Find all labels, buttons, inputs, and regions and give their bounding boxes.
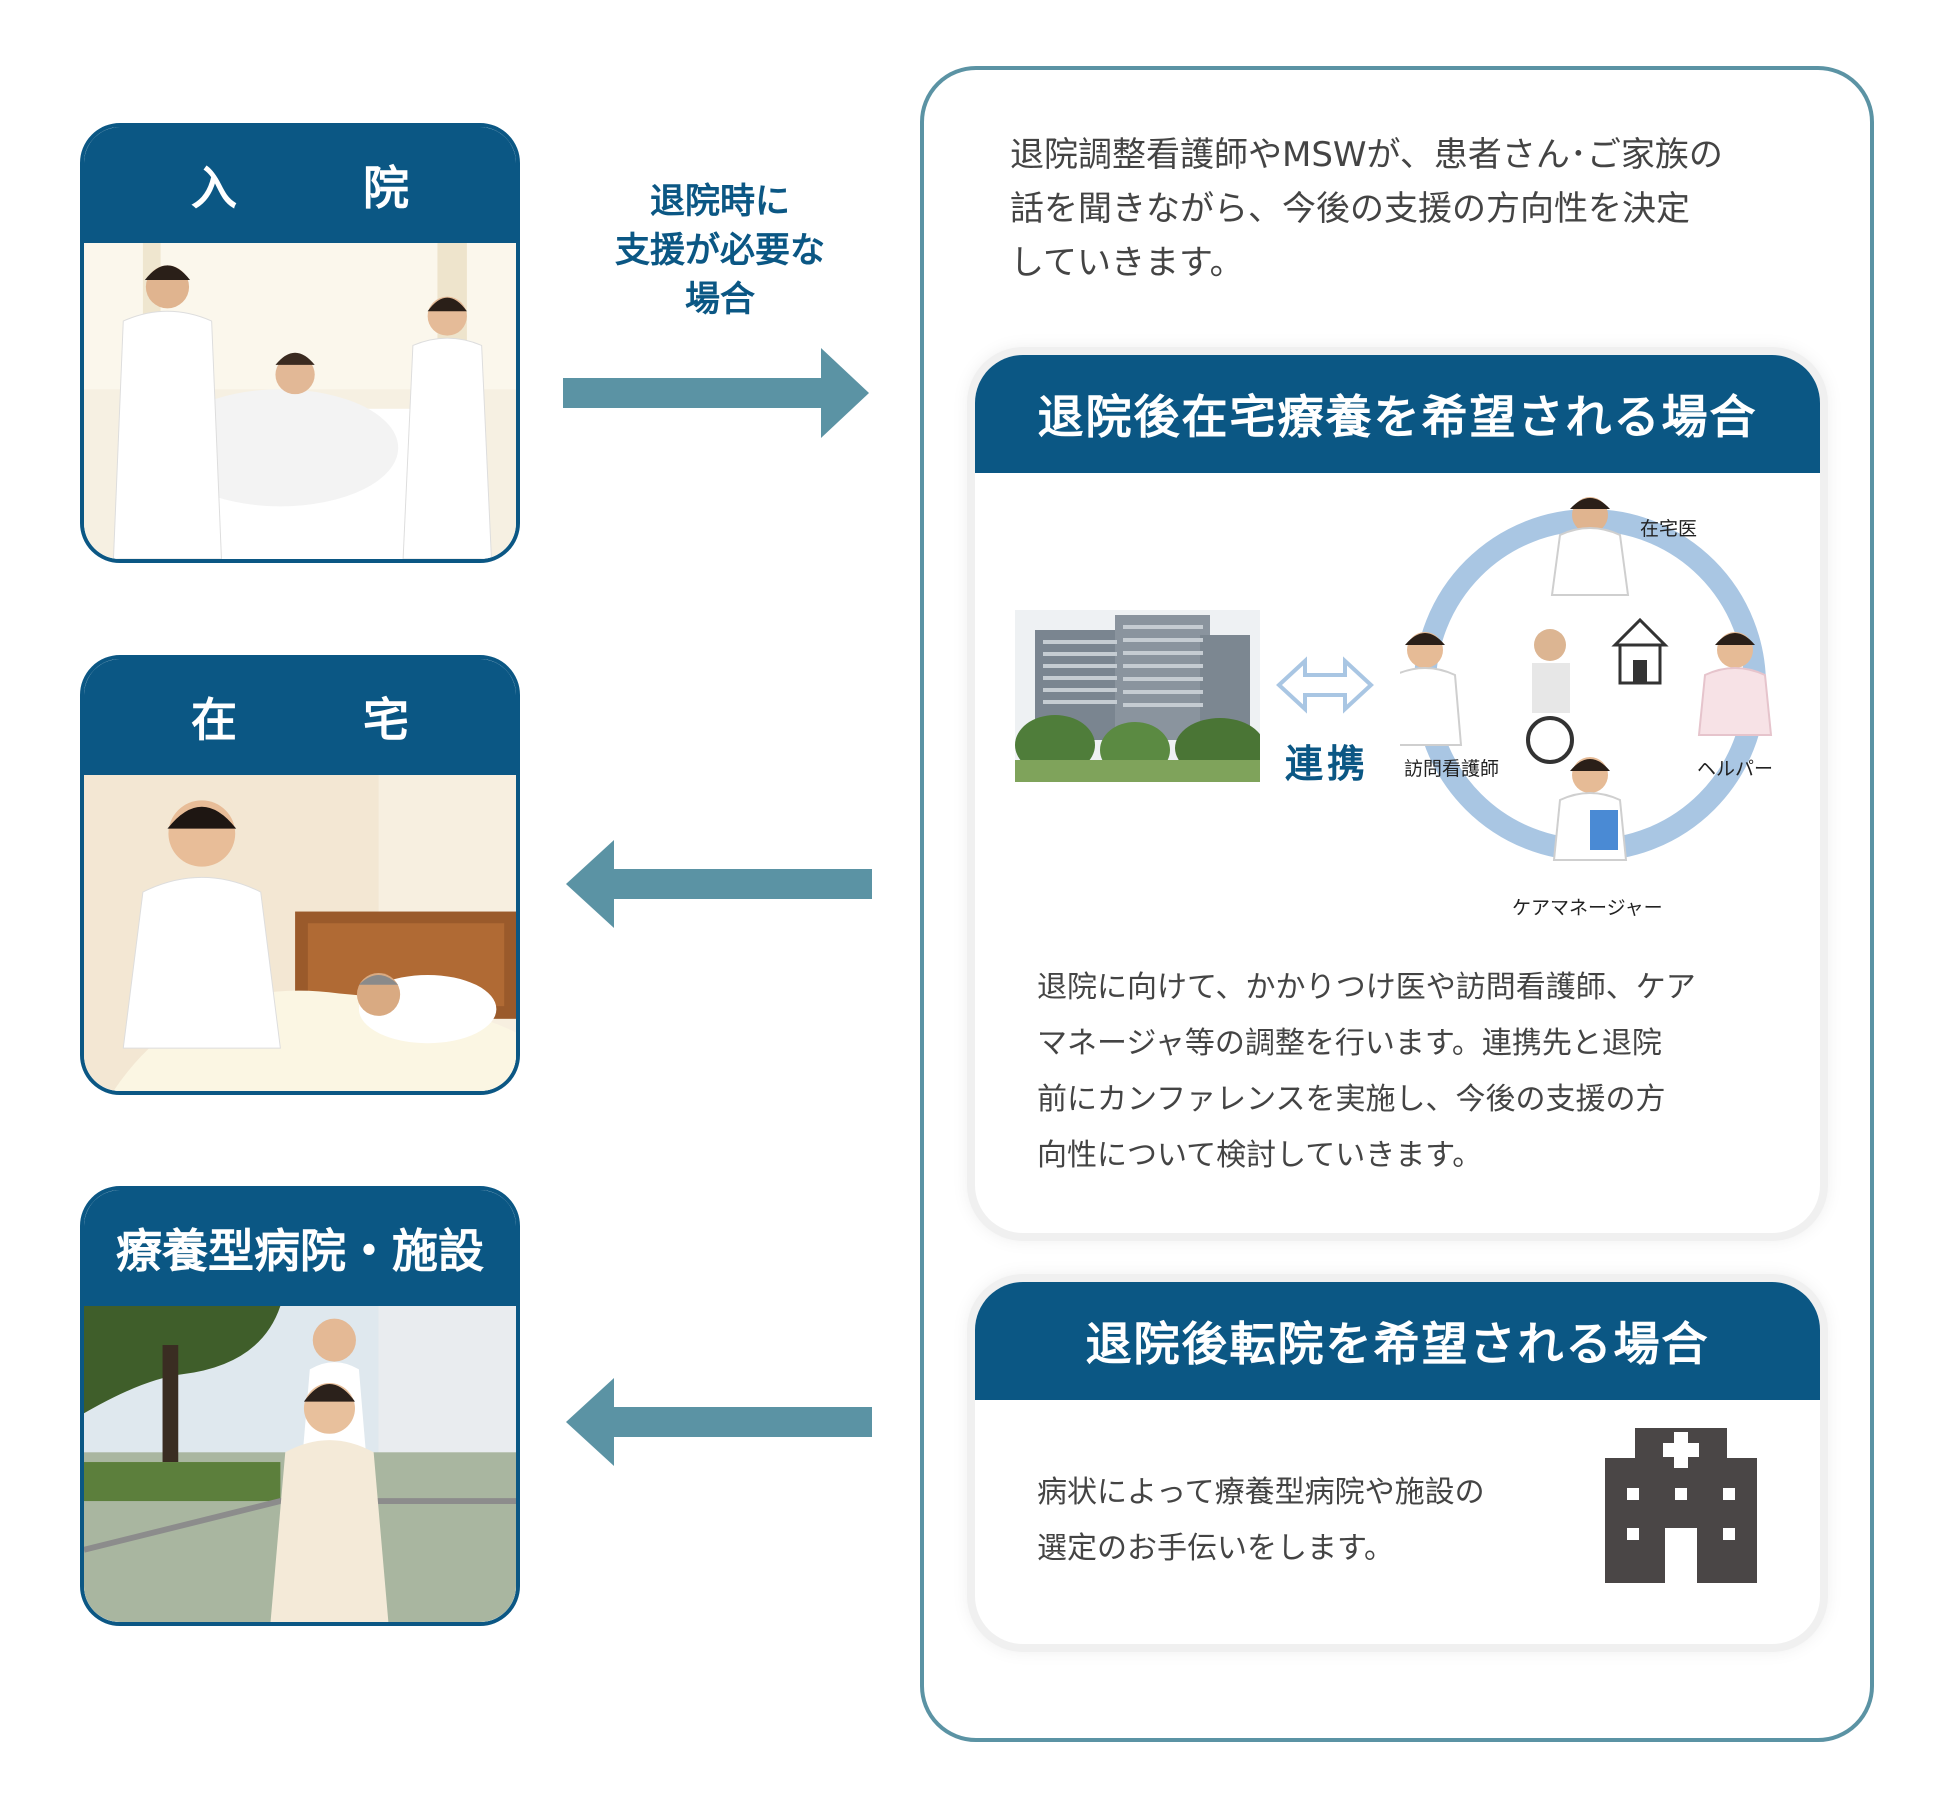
transfer-card: 退院後転院を希望される場合	[975, 1282, 1820, 1644]
description-line: マネージャ等の調整を行います。連携先と退院	[1037, 1026, 1662, 1061]
caption-line: 退院時に	[649, 182, 790, 222]
hospital-building-photo	[1015, 610, 1265, 782]
patient-wheelchair-icon	[1526, 629, 1574, 764]
hospital-admission-photo	[84, 243, 516, 559]
intro-line: 話を聞きながら、今後の支援の方向性を決定	[1010, 189, 1690, 229]
intro-line: 退院調整看護師やMSWが、患者さん･ご家族の	[1010, 135, 1723, 175]
stage-card-facility: 療養型病院・施設	[80, 1186, 520, 1626]
home-care-card: 退院後在宅療養を希望される場合	[975, 355, 1820, 1233]
house-icon	[1611, 617, 1669, 685]
two-way-arrow-icon	[1276, 656, 1374, 714]
role-label-care-manager: ケアマネージャー	[1512, 897, 1663, 919]
description-line: 退院に向けて、かかりつけ医や訪問看護師、ケア	[1037, 970, 1696, 1005]
home-care-title: 退院後在宅療養を希望される場合	[975, 355, 1820, 473]
visiting-nurse-figure	[1400, 632, 1463, 746]
description-line: 病状によって療養型病院や施設の	[1037, 1475, 1485, 1510]
role-label-nurse: 訪問看護師	[1404, 758, 1500, 780]
role-label-doctor: 在宅医	[1640, 518, 1698, 540]
stage-title: 入 院	[84, 127, 516, 243]
stage-title: 在 宅	[84, 659, 516, 775]
home-care-description: 退院に向けて、かかりつけ医や訪問看護師、ケア マネージャ等の調整を行います。連携…	[1037, 960, 1696, 1184]
arrow-left-icon	[566, 840, 872, 928]
hospital-building-icon	[1605, 1428, 1757, 1583]
caption-line: 支援が必要な	[614, 231, 825, 271]
caption-line: 場合	[684, 280, 755, 320]
arrow-left-icon	[566, 1378, 872, 1466]
transfer-title: 退院後転院を希望される場合	[975, 1282, 1820, 1400]
link-label: 連携	[1285, 742, 1370, 786]
care-network-diagram	[1400, 497, 1773, 861]
description-line: 向性について検討していきます。	[1037, 1138, 1483, 1173]
arrow-caption: 退院時に 支援が必要な 場合	[570, 178, 870, 325]
care-facility-photo	[84, 1306, 516, 1622]
stage-card-admission: 入 院	[80, 123, 520, 563]
intro-text: 退院調整看護師やMSWが、患者さん･ご家族の 話を聞きながら、今後の支援の方向性…	[1010, 128, 1810, 290]
description-line: 前にカンファレンスを実施し、今後の支援の方	[1037, 1082, 1666, 1117]
home-care-photo	[84, 775, 516, 1091]
arrow-right-icon	[563, 348, 869, 438]
role-label-helper: ヘルパー	[1697, 758, 1774, 780]
transfer-description: 病状によって療養型病院や施設の 選定のお手伝いをします。	[1037, 1465, 1485, 1577]
description-line: 選定のお手伝いをします。	[1037, 1531, 1394, 1566]
stage-card-home: 在 宅	[80, 655, 520, 1095]
care-manager-figure	[1552, 757, 1628, 861]
home-doctor-figure	[1550, 497, 1630, 596]
intro-line: していきます。	[1010, 243, 1244, 283]
helper-figure	[1697, 632, 1773, 736]
stage-title: 療養型病院・施設	[84, 1190, 516, 1306]
